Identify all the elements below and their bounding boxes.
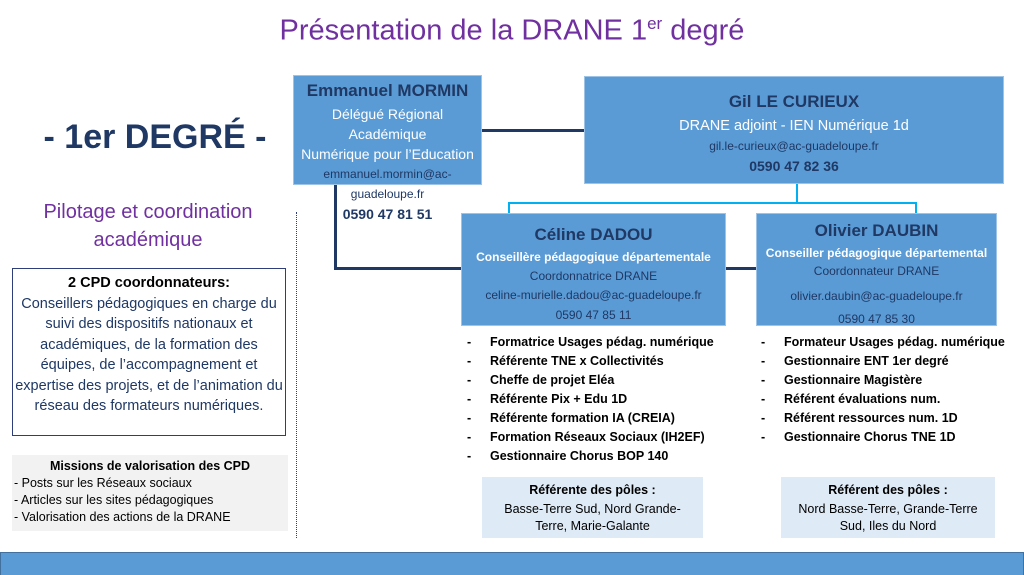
role: DRANE adjoint - IEN Numérique 1d [679, 118, 909, 134]
connector-curieux-down [796, 183, 798, 203]
connector-to-dadou [508, 202, 510, 213]
phone: 0590 47 81 51 [342, 206, 433, 222]
pole-heading: Référent des pôles : [828, 483, 948, 497]
cpd-heading: 2 CPD coordonnateurs: [68, 275, 230, 291]
footer-bar [0, 552, 1024, 575]
email: celine-murielle.dadou@ac-guadeloupe.fr [485, 288, 702, 302]
connector-mormin-curieux [481, 129, 584, 132]
email: olivier.daubin@ac-guadeloupe.fr [790, 289, 963, 303]
email: gil.le-curieux@ac-guadeloupe.fr [709, 139, 879, 153]
connector-horizontal [508, 202, 917, 204]
task-item: Formateur Usages pédag. numérique [761, 333, 1005, 352]
level-heading: - 1er DEGRÉ - [43, 118, 267, 156]
email: emmanuel.mormin@ac-guadeloupe.fr [323, 167, 452, 201]
subrole: Coordonnatrice DRANE [529, 269, 658, 283]
task-item: Référent ressources num. 1D [761, 409, 1005, 428]
task-item: Formation Réseaux Sociaux (IH2EF) [467, 428, 714, 447]
connector-mormin-dadou [334, 267, 461, 270]
phone: 0590 47 85 11 [555, 308, 632, 322]
phone: 0590 47 82 36 [749, 158, 839, 174]
pole-heading: Référente des pôles : [529, 483, 656, 497]
card-dadou: Céline DADOU Conseillère pédagogique dép… [461, 213, 726, 326]
task-item: Gestionnaire Chorus TNE 1D [761, 428, 1005, 447]
slide-title: Présentation de la DRANE 1er degré [279, 14, 745, 47]
subrole: Coordonnateur DRANE [813, 264, 940, 278]
role: Délégué Régional Académique [331, 106, 444, 142]
cpd-text: Conseillers pédagogiques en charge du su… [15, 295, 283, 415]
name: Céline DADOU [534, 225, 653, 244]
mission-item: - Valorisation des actions de la DRANE [14, 510, 231, 524]
daubin-tasks: Formateur Usages pédag. numérique Gestio… [761, 333, 1005, 447]
pole-list: Basse-Terre Sud, Nord Grande-Terre, Mari… [504, 502, 681, 533]
missions-heading: Missions de valorisation des CPD [49, 459, 251, 473]
task-item: Cheffe de projet Eléa [467, 371, 714, 390]
task-item: Référente Pix + Edu 1D [467, 390, 714, 409]
daubin-poles: Référent des pôles : Nord Basse-Terre, G… [781, 477, 995, 538]
role: Numérique pour l’Education [301, 146, 474, 162]
name: Olivier DAUBIN [814, 221, 939, 240]
mission-item: - Posts sur les Réseaux sociaux [14, 476, 192, 490]
task-item: Référent évaluations num. [761, 390, 1005, 409]
missions-box: Missions de valorisation des CPD - Posts… [12, 455, 288, 531]
card-mormin: Emmanuel MORMIN Délégué Régional Académi… [293, 75, 482, 222]
pilotage-heading: Pilotage et coordination académique [43, 201, 253, 251]
name: Emmanuel MORMIN [306, 81, 469, 100]
task-item: Gestionnaire ENT 1er degré [761, 352, 1005, 371]
connector-mormin-down [334, 184, 337, 270]
task-item: Formatrice Usages pédag. numérique [467, 333, 714, 352]
role: Conseiller pédagogique départemental [765, 246, 988, 260]
pole-list: Nord Basse-Terre, Grande-Terre Sud, Iles… [798, 502, 978, 533]
connector-dadou-daubin [725, 267, 756, 270]
task-item: Référente formation IA (CREIA) [467, 409, 714, 428]
dadou-poles: Référente des pôles : Basse-Terre Sud, N… [482, 477, 703, 538]
task-item: Gestionnaire Magistère [761, 371, 1005, 390]
name: Gil LE CURIEUX [728, 92, 860, 111]
role: Conseillère pédagogique départementale [476, 250, 711, 264]
dotted-divider [296, 212, 297, 538]
card-daubin: Olivier DAUBIN Conseiller pédagogique dé… [756, 213, 997, 326]
cpd-box: 2 CPD coordonnateurs: Conseillers pédago… [12, 268, 286, 436]
task-item: Référente TNE x Collectivités [467, 352, 714, 371]
phone: 0590 47 85 30 [838, 312, 915, 326]
connector-to-daubin [915, 202, 917, 213]
dadou-tasks: Formatrice Usages pédag. numérique Référ… [467, 333, 714, 466]
mission-item: - Articles sur les sites pédagogiques [14, 493, 214, 507]
card-curieux: Gil LE CURIEUX DRANE adjoint - IEN Numér… [584, 76, 1004, 184]
task-item: Gestionnaire Chorus BOP 140 [467, 447, 714, 466]
